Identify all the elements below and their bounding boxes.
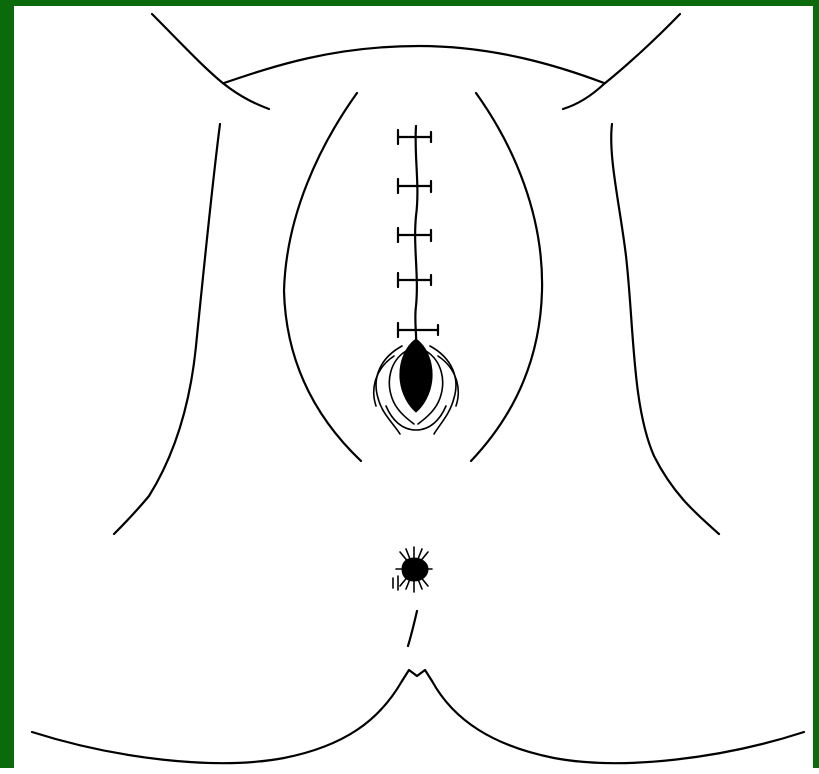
left-thigh-line [114, 124, 220, 534]
right-labium-line [471, 93, 542, 461]
right-buttock-line [432, 681, 804, 763]
left-labium-line [284, 93, 361, 461]
right-thigh-line [611, 124, 719, 534]
anus [393, 547, 432, 592]
suture-stitch [398, 273, 431, 287]
suture-stitch [398, 323, 438, 337]
introitus-fill [400, 339, 432, 412]
suture-line [398, 126, 438, 346]
gluteal-cleft-line [408, 611, 417, 646]
pubic-arch-line [224, 46, 604, 83]
upper-body-contour [152, 14, 680, 109]
gluteal-notch [402, 670, 432, 681]
perineum-diagram [14, 6, 819, 774]
vaginal-opening [374, 339, 459, 434]
suture-stitch [398, 179, 431, 193]
left-buttock-line [32, 681, 402, 763]
suture-stitch [398, 130, 431, 144]
anal-folds [393, 547, 432, 592]
left-groin-line [152, 14, 269, 109]
right-groin-line [563, 14, 680, 109]
buttocks [32, 611, 804, 763]
